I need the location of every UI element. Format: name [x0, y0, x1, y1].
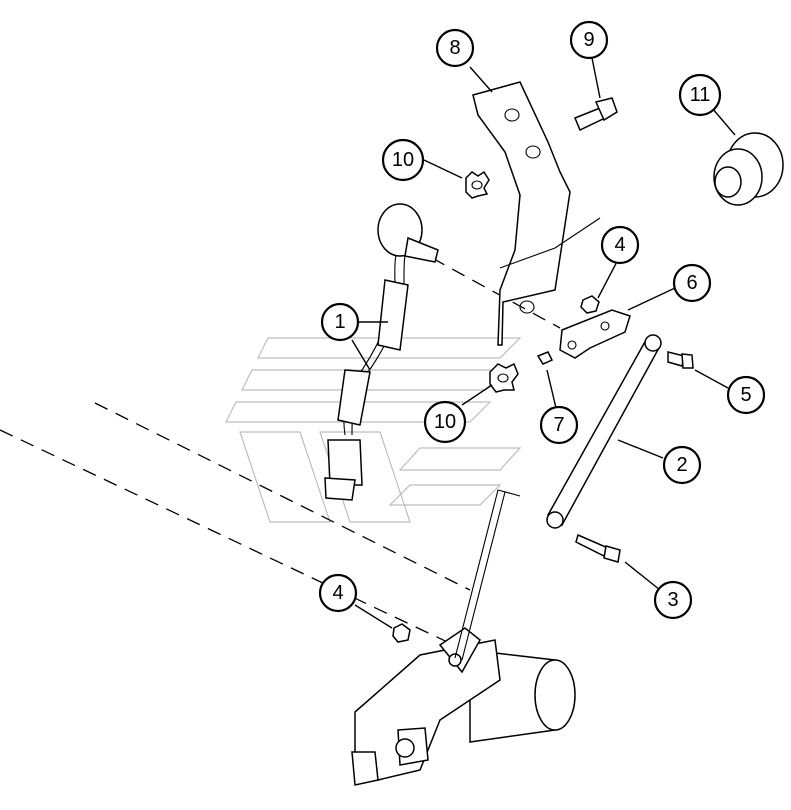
- callout-6: 6: [672, 263, 712, 303]
- leader-lines: [351, 57, 736, 629]
- set-screw: [536, 351, 554, 365]
- callout-10-lower-label: 10: [434, 411, 456, 433]
- link-rod: [546, 334, 662, 529]
- shaft-assembly: [351, 489, 576, 786]
- lever-arm: [559, 309, 631, 359]
- star-nut-lower: [489, 362, 519, 393]
- callout-2: 2: [662, 445, 702, 485]
- dust-cap: [713, 132, 784, 206]
- callout-9-label: 9: [583, 29, 594, 51]
- bolt-top: [574, 97, 618, 132]
- watermark-logo: [225, 337, 522, 523]
- star-nut-upper: [465, 170, 490, 199]
- callout-11-label: 11: [690, 84, 711, 106]
- callout-3: 3: [653, 580, 693, 620]
- hex-nut-lower: [392, 623, 411, 643]
- callout-2-label: 2: [676, 454, 687, 476]
- callout-6-label: 6: [686, 272, 697, 294]
- callout-3-label: 3: [667, 589, 678, 611]
- callout-4-lower-label: 4: [332, 582, 343, 604]
- bolt-lower: [575, 533, 621, 563]
- callout-8: 8: [435, 28, 475, 68]
- callout-1-label: 1: [334, 311, 345, 333]
- bracket: [472, 81, 601, 346]
- callout-9: 9: [569, 20, 609, 60]
- callout-5-label: 5: [740, 384, 751, 406]
- callout-8-label: 8: [449, 37, 460, 59]
- bolt-right: [667, 351, 694, 369]
- hex-nut-upper: [580, 295, 600, 314]
- callout-11: 11: [678, 73, 722, 117]
- callout-1: 1: [320, 302, 360, 342]
- dashed-centerlines: [0, 257, 561, 649]
- callout-4-upper: 4: [600, 225, 640, 265]
- callout-4-upper-label: 4: [614, 234, 625, 256]
- sensor-harness: [324, 203, 439, 501]
- callout-10-lower: 10: [423, 400, 467, 444]
- callout-10-upper-label: 10: [392, 149, 414, 171]
- callout-5: 5: [726, 375, 766, 415]
- callout-4-lower: 4: [318, 573, 358, 613]
- callout-10-upper: 10: [381, 138, 425, 182]
- callout-7-label: 7: [553, 414, 564, 436]
- callout-7: 7: [539, 405, 579, 445]
